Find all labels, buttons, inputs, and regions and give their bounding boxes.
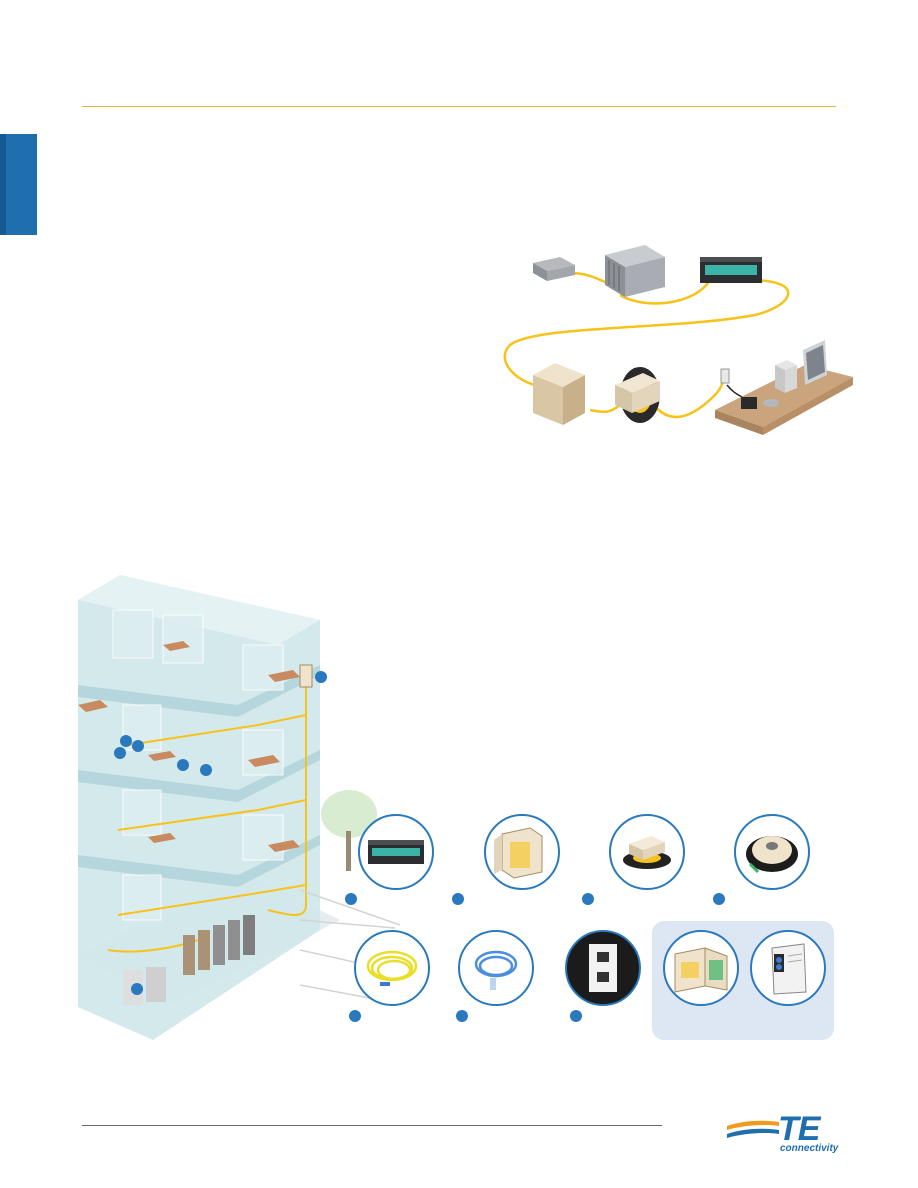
building-cutaway-illustration xyxy=(78,575,340,1040)
fiber-cable xyxy=(503,278,790,387)
product-marker xyxy=(713,893,725,905)
location-marker xyxy=(315,671,327,683)
location-marker xyxy=(120,735,132,747)
network-switch-icon xyxy=(533,257,575,281)
location-marker xyxy=(132,740,144,752)
wall-mount-enclosure-icon xyxy=(484,814,560,890)
riser-cabinet-icon xyxy=(299,664,313,688)
footer-rule xyxy=(82,1125,662,1126)
wall-outlet-icon xyxy=(720,368,730,384)
location-marker xyxy=(131,983,143,995)
building-roof xyxy=(78,575,320,645)
open-enclosure-icon xyxy=(663,930,739,1006)
section-tab xyxy=(0,134,37,235)
product-marker xyxy=(570,1010,582,1022)
product-marker xyxy=(582,893,594,905)
network-topology-diagram xyxy=(503,245,853,435)
floor-slabs xyxy=(78,665,320,887)
rack-patch-panel-icon xyxy=(358,814,434,890)
fiber-cable xyxy=(589,404,621,414)
location-marker xyxy=(200,764,212,776)
tree-icon xyxy=(321,790,377,871)
wall-outlet-faceplate-icon xyxy=(565,930,641,1006)
logo-tagline: connectivity xyxy=(780,1143,839,1154)
splice-box-reel-icon xyxy=(615,367,660,423)
fiber-cable xyxy=(648,375,726,419)
blue-patch-cord-icon xyxy=(458,930,534,1006)
yellow-patch-cord-icon xyxy=(354,930,430,1006)
product-marker xyxy=(345,893,357,905)
product-marker xyxy=(349,1010,361,1022)
office-desks xyxy=(78,641,300,852)
outlet-module-icon xyxy=(750,930,826,1006)
location-marker xyxy=(177,759,189,771)
building-shell xyxy=(78,575,320,1040)
product-marker xyxy=(456,1010,468,1022)
logo-swoosh-icon xyxy=(727,1120,779,1138)
header-rule xyxy=(82,106,836,107)
distribution-cabinet-icon xyxy=(533,363,585,425)
section-tab-edge xyxy=(0,134,6,235)
location-marker xyxy=(114,747,126,759)
workstation-desk-icon xyxy=(715,340,853,435)
product-marker xyxy=(452,893,464,905)
splice-box-reel-icon xyxy=(609,814,685,890)
fiber-runs xyxy=(107,670,307,953)
server-chassis-icon xyxy=(605,245,665,297)
equipment-room xyxy=(123,915,255,1005)
fiber-cable-reel-icon xyxy=(734,814,810,890)
rack-patch-panel-icon xyxy=(700,257,762,283)
logo-wordmark: TE xyxy=(778,1110,820,1148)
fiber-cable xyxy=(619,279,712,305)
